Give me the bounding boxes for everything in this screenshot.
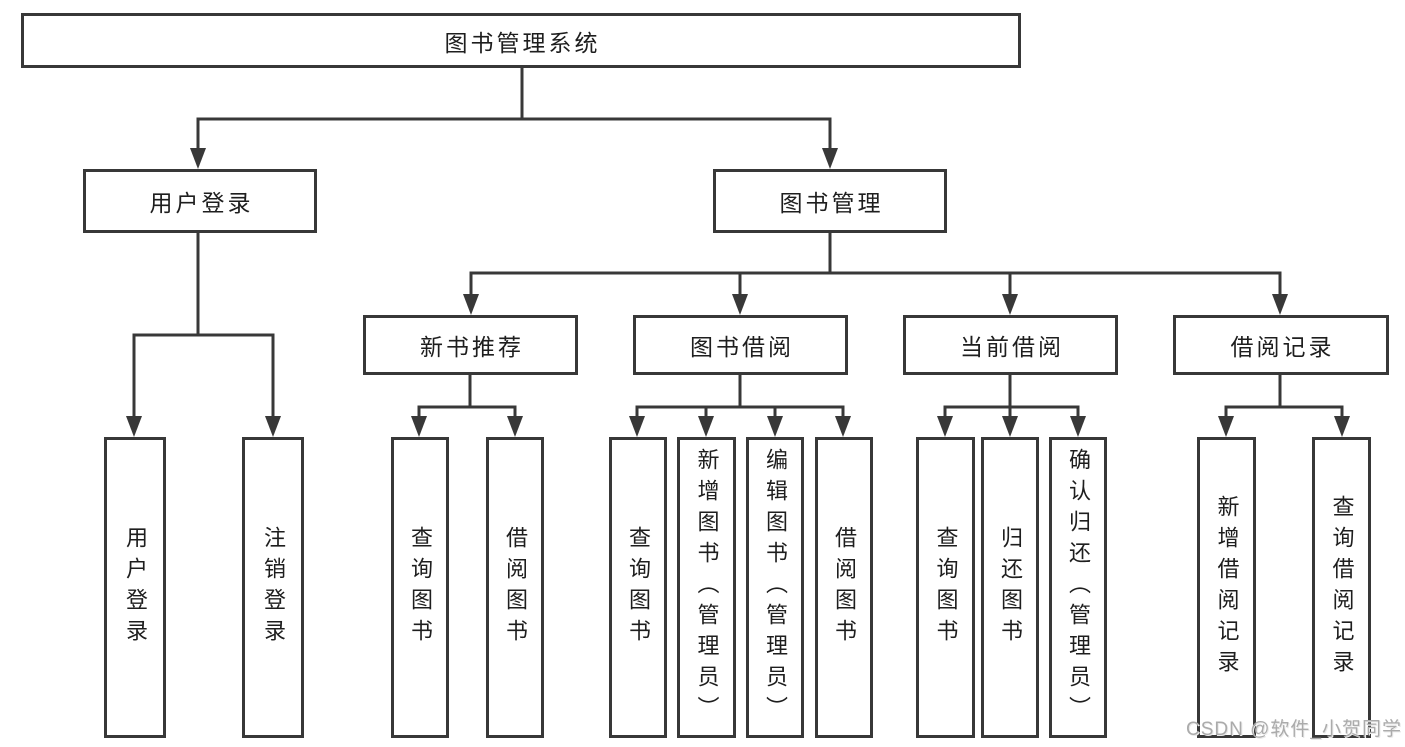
leaf-query-books-label: 查询图书 [408,525,433,650]
node-user-login: 用户登录 [83,169,317,233]
node-book-management-label: 图书管理 [779,190,884,216]
node-new-book-recommend-label: 新书推荐 [420,334,524,360]
leaf-logout-login-label: 注销登录 [261,525,286,650]
csdn-watermark: CSDN @软件_小贺同学 [1186,719,1402,740]
node-current-borrow: 当前借阅 [903,315,1118,375]
leaf-return-books: 归还图书 [981,437,1039,738]
node-root-label: 图书管理系统 [444,29,601,56]
connector-current-borrow-branch [937,374,1086,437]
connector-user-login-branch [126,233,281,437]
node-borrow-records-label: 借阅记录 [1230,334,1335,360]
leaf-query-borrow-record: 查询借阅记录 [1312,437,1371,738]
leaf-add-book-admin: 新增图书（管理员） [677,437,736,738]
node-current-borrow-label: 当前借阅 [960,334,1064,360]
node-root: 图书管理系统 [21,13,1021,68]
leaf-borrow-books: 借阅图书 [486,437,544,738]
node-book-borrow: 图书借阅 [633,315,848,375]
connector-root-to-level2 [190,67,838,169]
node-new-book-recommend: 新书推荐 [363,315,578,375]
leaf-query-books-label: 查询图书 [933,525,959,650]
leaf-edit-book-admin-label: 编辑图书（管理员） [763,448,788,727]
leaf-query-books-label: 查询图书 [626,525,651,650]
leaf-borrow-books: 借阅图书 [815,437,873,738]
connector-book-management-to-level3 [463,232,1288,315]
leaf-add-borrow-record: 新增借阅记录 [1197,437,1256,738]
leaf-query-books: 查询图书 [391,437,449,738]
leaf-borrow-books-label: 借阅图书 [832,525,857,650]
leaf-user-login-label: 用户登录 [123,525,148,650]
leaf-return-books-label: 归还图书 [998,525,1023,650]
connector-borrow-records-branch [1218,374,1350,437]
leaf-query-borrow-record-label: 查询借阅记录 [1329,494,1355,681]
leaf-add-borrow-record-label: 新增借阅记录 [1214,494,1240,681]
leaf-query-books: 查询图书 [916,437,975,738]
leaf-user-login: 用户登录 [104,437,166,738]
leaf-add-book-admin-label: 新增图书（管理员） [694,448,720,727]
node-book-borrow-label: 图书借阅 [690,334,794,360]
leaf-confirm-return-admin-label: 确认归还（管理员） [1066,448,1091,727]
node-user-login-label: 用户登录 [149,190,254,216]
node-book-management: 图书管理 [713,169,947,233]
leaf-query-books: 查询图书 [609,437,667,738]
leaf-logout-login: 注销登录 [242,437,304,738]
leaf-edit-book-admin: 编辑图书（管理员） [746,437,804,738]
node-borrow-records: 借阅记录 [1173,315,1389,375]
leaf-confirm-return-admin: 确认归还（管理员） [1049,437,1107,738]
connector-book-borrow-branch [629,374,851,437]
leaf-borrow-books-label: 借阅图书 [503,525,528,650]
connector-new-book-branch [411,374,523,437]
